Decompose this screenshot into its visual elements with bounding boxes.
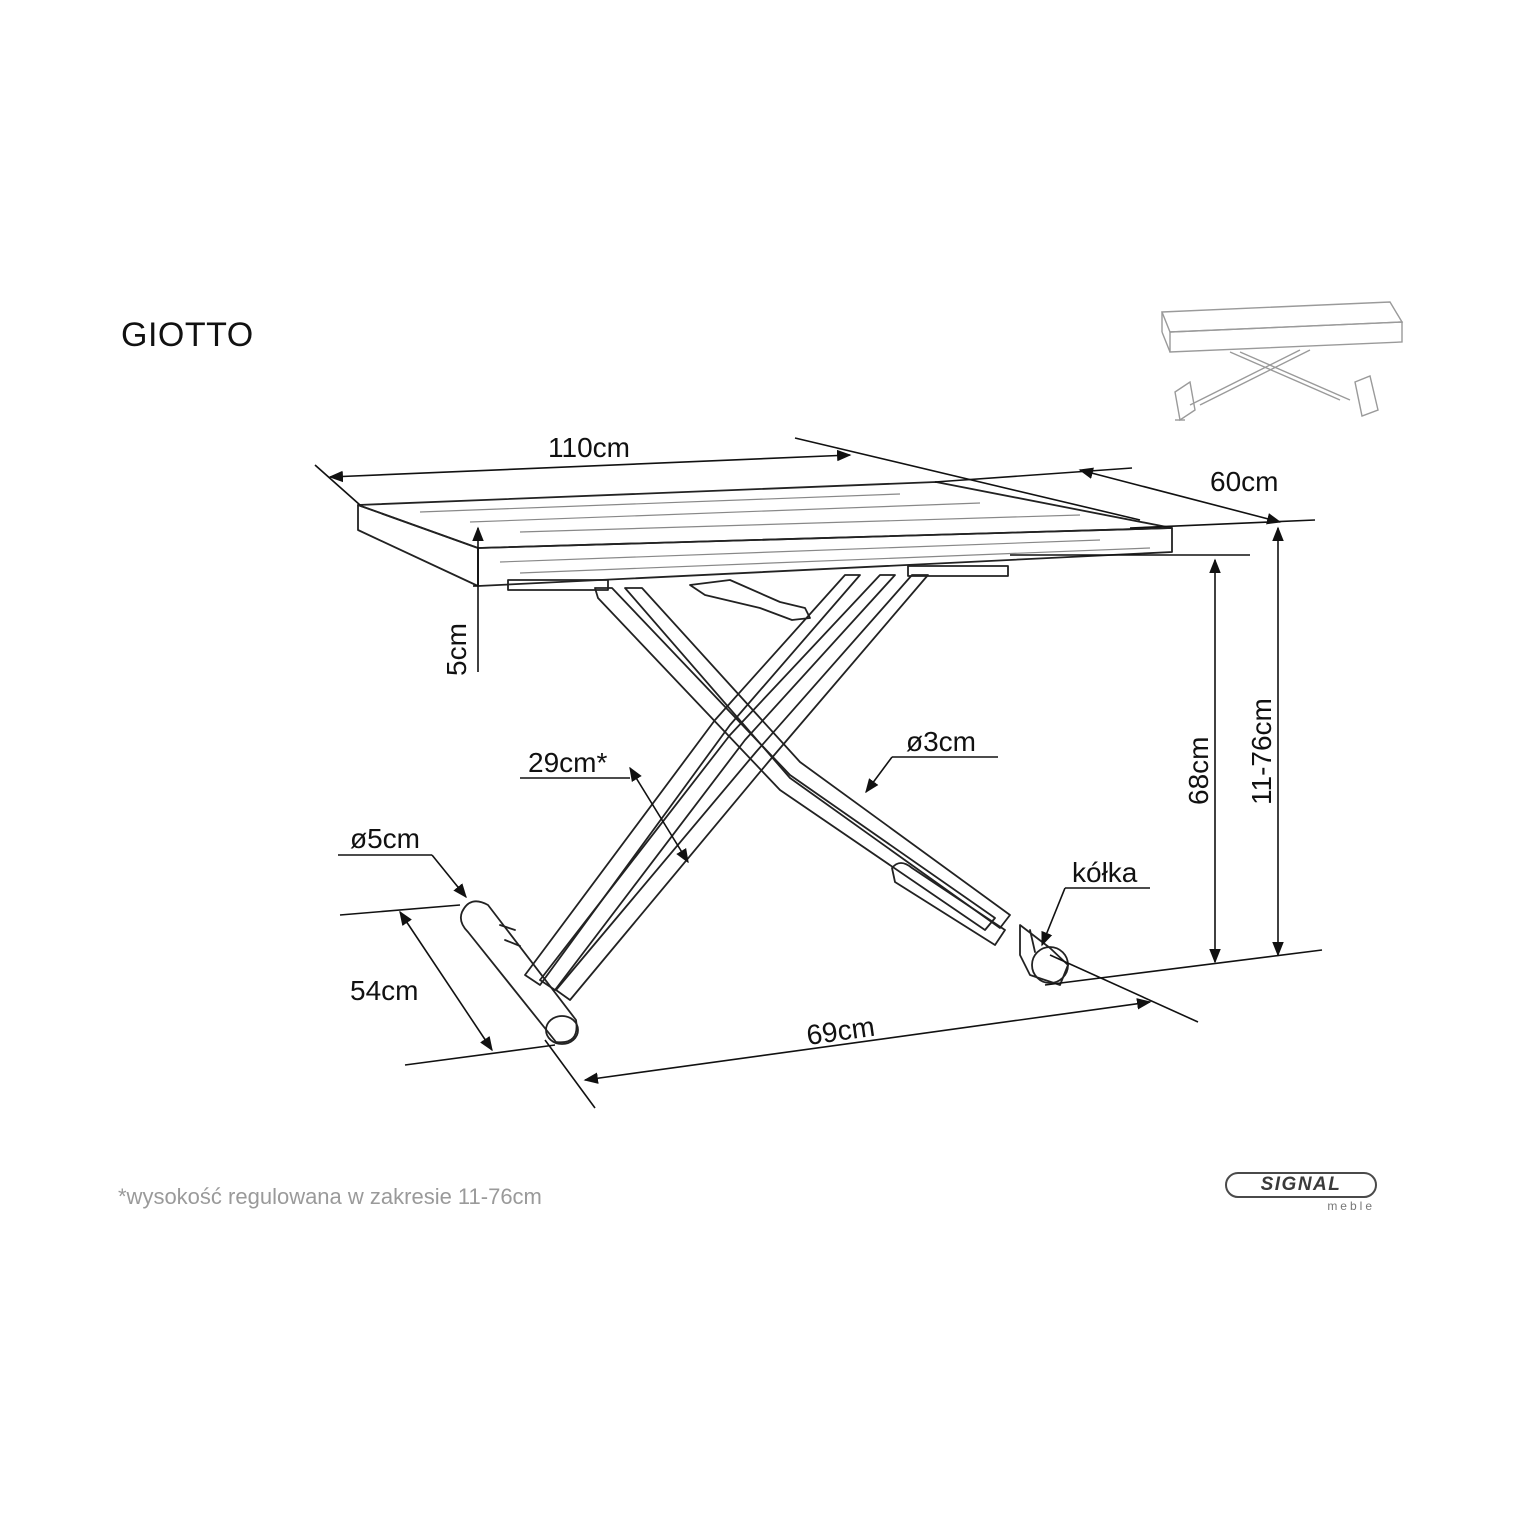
product-title: GIOTTO <box>121 316 254 354</box>
label-height-range: 11-76cm <box>1246 698 1277 805</box>
logo-frame <box>1225 1172 1377 1198</box>
label-height: 68cm <box>1183 737 1214 805</box>
table-frame <box>459 574 1069 1045</box>
label-length: 110cm <box>548 432 630 463</box>
label-base-depth: 54cm <box>350 975 418 1006</box>
label-leg-diameter: ø3cm <box>906 726 976 757</box>
label-frame-width: 29cm* <box>528 747 607 778</box>
footnote: *wysokość regulowana w zakresie 11-76cm <box>118 1184 542 1209</box>
brand-logo: SIGNAL meble <box>1225 1172 1385 1218</box>
label-width: 60cm <box>1210 466 1278 497</box>
label-foot-diameter: ø5cm <box>350 823 420 854</box>
thumbnail-illustration <box>1160 301 1404 422</box>
logo-name: SIGNAL <box>1260 1174 1342 1195</box>
label-base-length: 69cm <box>805 1011 877 1051</box>
label-wheels: kółka <box>1072 857 1138 888</box>
label-top-thickness: 5cm <box>441 623 472 676</box>
logo-subtitle: meble <box>1327 1199 1375 1213</box>
